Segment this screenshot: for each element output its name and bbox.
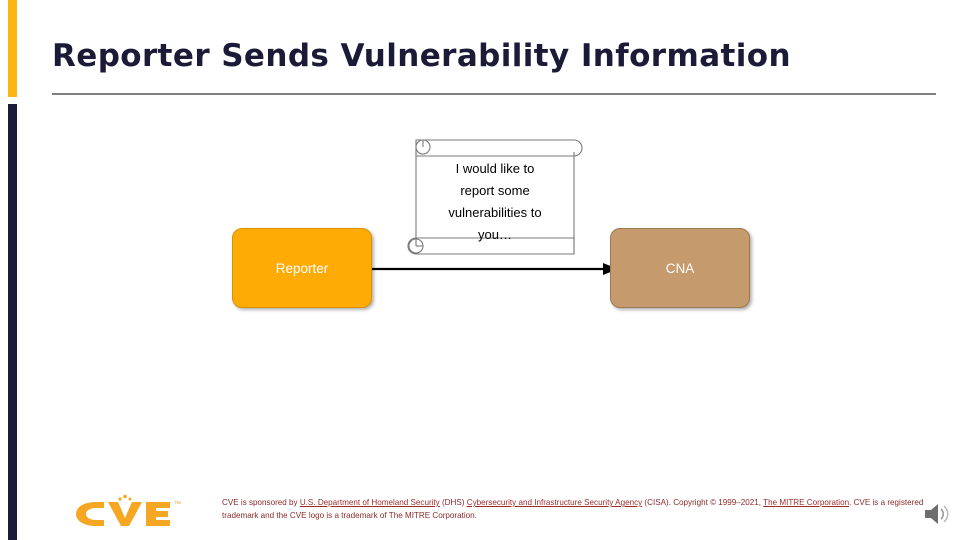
scroll-callout[interactable]: I would like to report some vulnerabilit… <box>404 132 586 262</box>
speaker-icon[interactable] <box>922 500 952 528</box>
accent-bar-bottom <box>8 104 17 540</box>
title-divider <box>52 93 936 95</box>
footer-link-cisa[interactable]: Cybersecurity and Infrastructure Securit… <box>466 498 643 507</box>
scroll-shape-icon <box>407 139 583 255</box>
scroll-callout-line-4: you… <box>478 227 512 242</box>
page-title: Reporter Sends Vulnerability Information <box>52 38 791 74</box>
footer-text-3: (CISA). Copyright © 1999–2021, <box>642 498 764 507</box>
scroll-callout-line-2: report some <box>460 183 530 198</box>
footer-link-dhs[interactable]: U.S. Department of Homeland Security <box>299 498 440 507</box>
diagram-node-cna-label: CNA <box>665 260 695 276</box>
scroll-callout-line-1: I would like to <box>455 161 535 176</box>
diagram-node-reporter-label: Reporter <box>275 260 329 276</box>
scroll-callout-text: I would like to report some vulnerabilit… <box>418 158 572 246</box>
footer-text-2: (DHS) <box>439 498 467 507</box>
footer-text-4: . CVE is a registered trademark and the … <box>222 498 924 520</box>
diagram-node-reporter[interactable]: Reporter <box>232 228 372 308</box>
footer-legal-text: CVE is sponsored by U.S. Department of H… <box>222 497 934 523</box>
scroll-callout-line-3: vulnerabilities to <box>448 205 542 220</box>
diagram-node-cna[interactable]: CNA <box>610 228 750 308</box>
footer-text-1: CVE is sponsored by <box>222 498 300 507</box>
footer-link-mitre[interactable]: The MITRE Corporation <box>763 498 850 507</box>
cve-logo: ™ <box>76 494 181 526</box>
accent-bar-top <box>8 0 17 97</box>
cve-logo-trademark: ™ <box>174 501 181 508</box>
